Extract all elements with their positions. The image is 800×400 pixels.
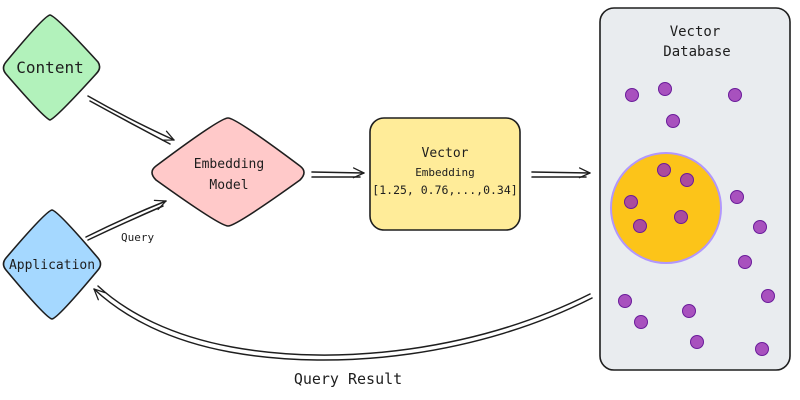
embedding-model-label-line2: Model <box>209 178 248 193</box>
vector-point <box>690 335 704 349</box>
arrow-application-to-model <box>85 199 167 238</box>
vector-point <box>680 173 694 187</box>
vector-point <box>682 304 696 318</box>
vector-point <box>755 342 769 356</box>
arrow-content-to-model-second-line <box>89 100 171 145</box>
vector-embedding-label-line1: Vector <box>422 146 469 161</box>
arrow-database-to-application-second-line <box>97 285 591 356</box>
arrow-embedding-to-database <box>531 167 591 179</box>
embedding-model-node: Embedding Model <box>151 117 305 227</box>
vector-embedding-node: Vector Embedding [1.25, 0.76,...,0.34] <box>369 117 521 231</box>
application-diamond <box>2 209 102 320</box>
query-edge-label: Query <box>121 231 154 244</box>
vector-point <box>728 88 742 102</box>
arrow-content-to-model <box>87 95 175 141</box>
embedding-model-diamond <box>151 117 305 227</box>
content-diamond <box>2 14 101 121</box>
arrow-model-to-embedding <box>311 167 365 179</box>
application-label: Application <box>9 258 95 273</box>
vector-point <box>730 190 744 204</box>
vector-point <box>624 195 638 209</box>
vector-point <box>753 220 767 234</box>
content-node: Content <box>2 14 101 121</box>
vector-point <box>738 255 752 269</box>
vector-point <box>658 82 672 96</box>
vector-database-label-line2: Database <box>663 44 730 60</box>
vector-embedding-box <box>369 117 521 231</box>
vector-point <box>666 114 680 128</box>
embedding-model-label-line1: Embedding <box>194 157 264 172</box>
vector-database-node: Vector Database <box>599 7 791 371</box>
vector-point <box>674 210 688 224</box>
vector-point <box>657 163 671 177</box>
vector-embedding-value: [1.25, 0.76,...,0.34] <box>372 183 517 197</box>
vector-point <box>761 289 775 303</box>
application-node: Application <box>2 209 102 320</box>
query-result-edge-label: Query Result <box>294 370 402 388</box>
content-label: Content <box>16 58 83 77</box>
connectors: Query Query Result <box>85 95 593 388</box>
vector-point <box>633 219 647 233</box>
vector-point <box>625 88 639 102</box>
vector-embedding-label-line2: Embedding <box>415 166 475 179</box>
arrow-database-to-application <box>93 288 593 361</box>
arrow-application-to-model-second-line <box>87 205 164 241</box>
vector-database-label-line1: Vector <box>670 24 721 40</box>
vector-points <box>618 82 775 356</box>
vector-point <box>634 315 648 329</box>
vector-point <box>618 294 632 308</box>
